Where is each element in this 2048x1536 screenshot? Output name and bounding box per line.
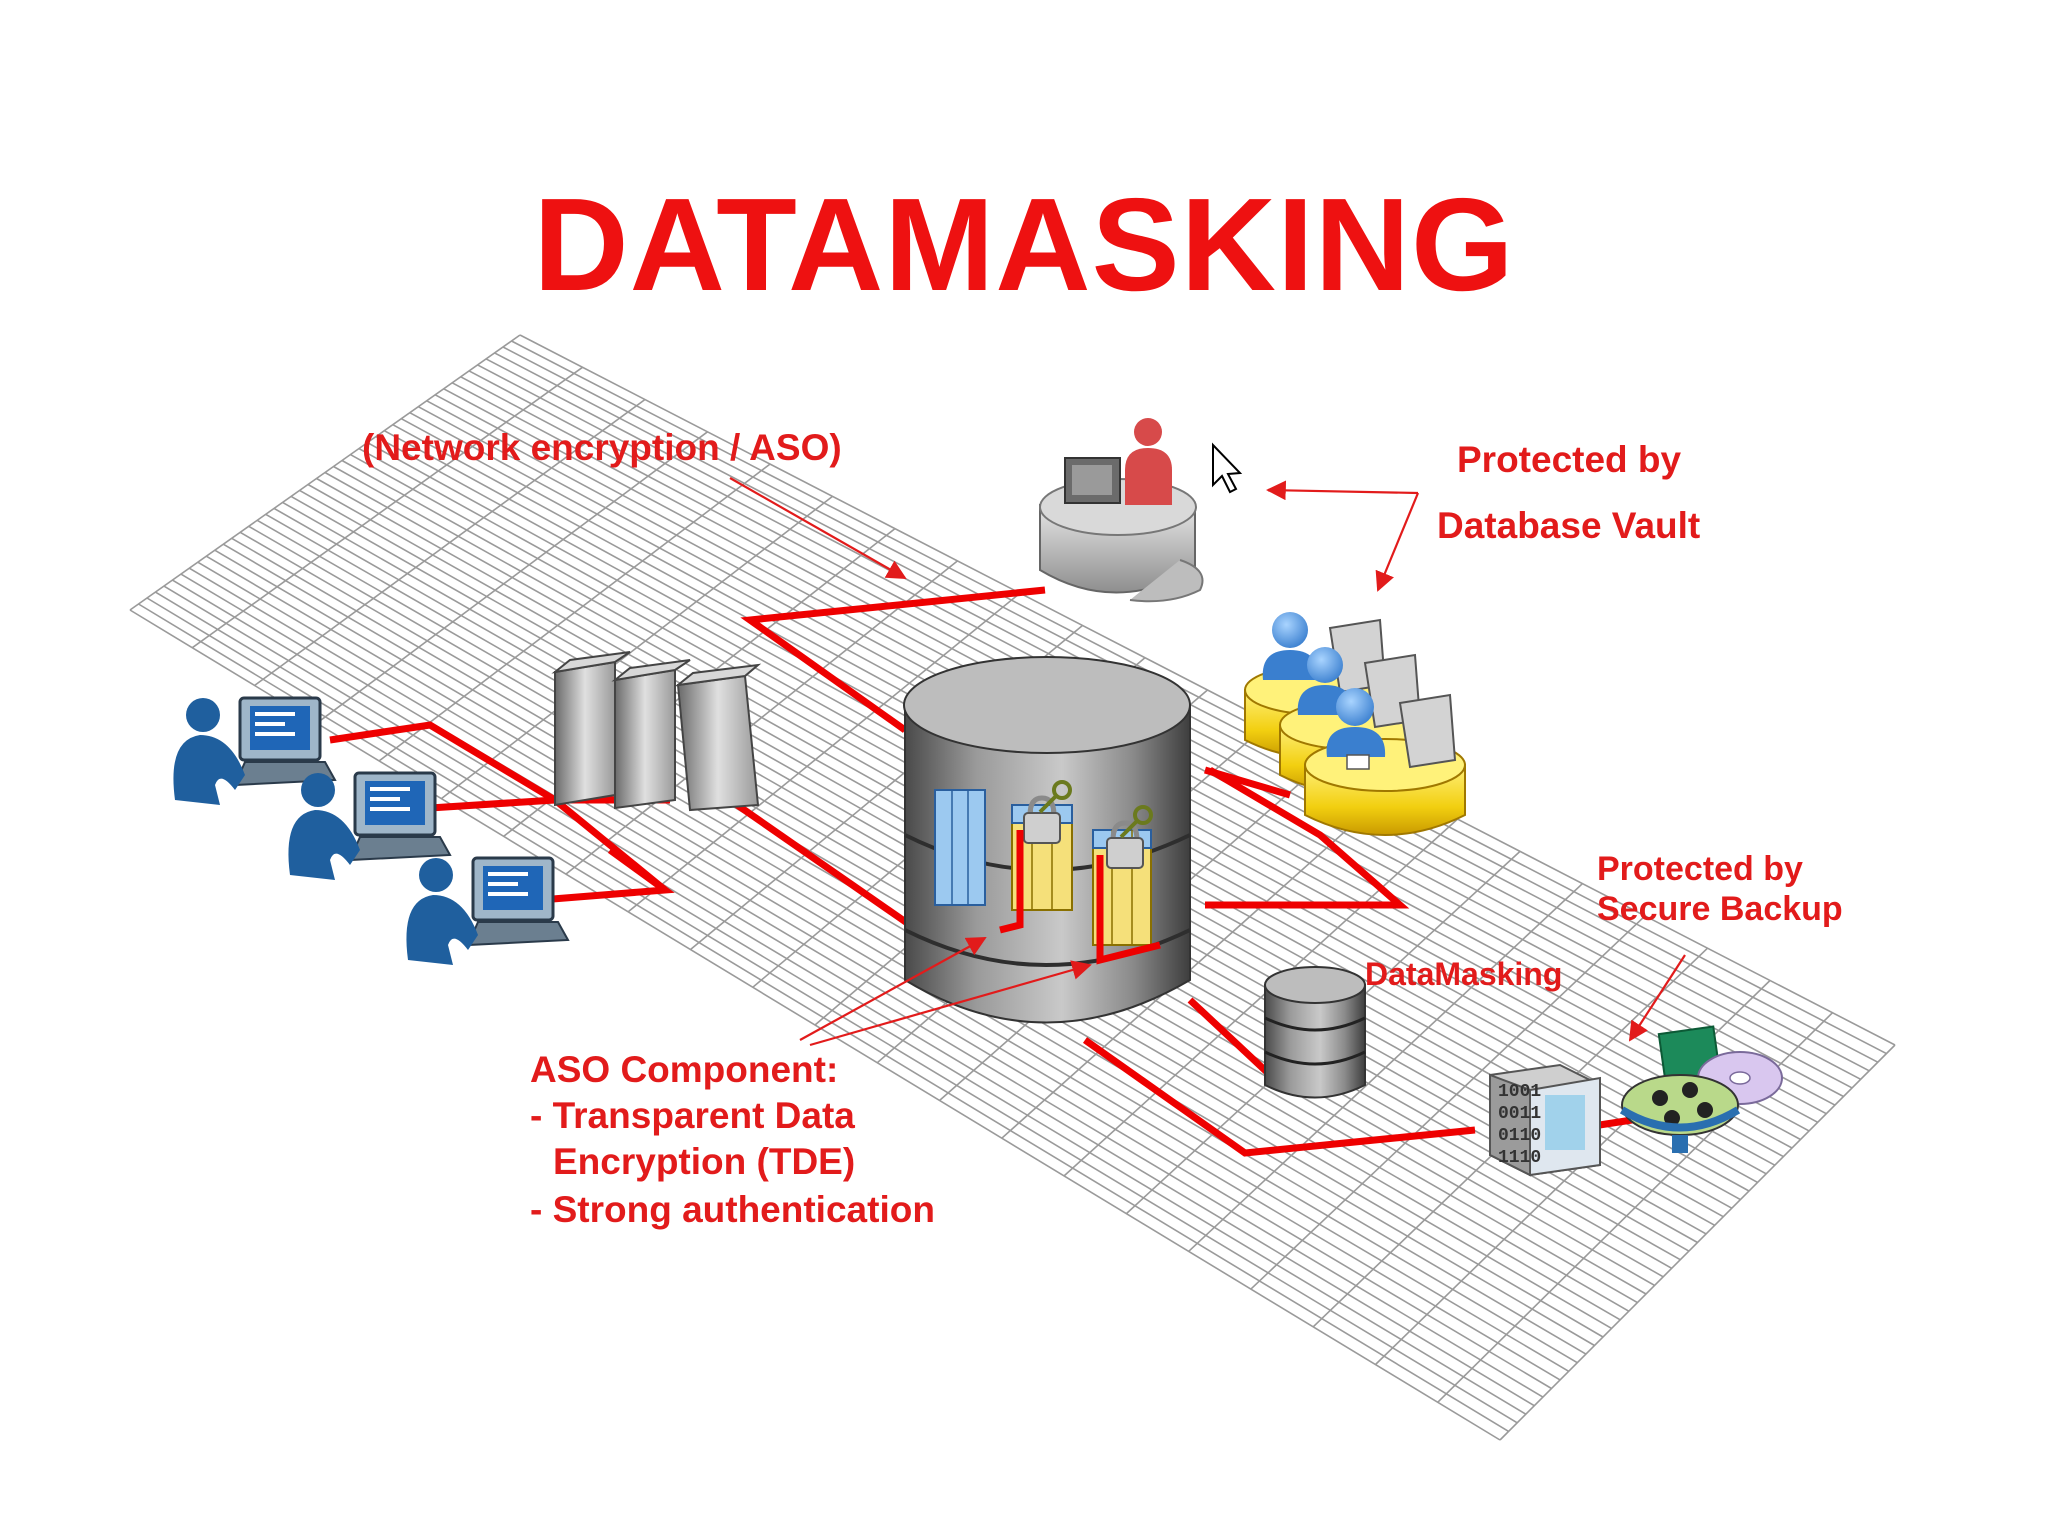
person-at-computer-icon xyxy=(173,696,337,805)
network-encryption-label: (Network encryption / ASO) xyxy=(362,427,842,468)
padlock-icon xyxy=(1106,820,1144,869)
aso-component-line4: - Strong authentication xyxy=(530,1189,935,1230)
database-vault-label-line1: Protected by xyxy=(1457,439,1682,480)
diagram-labels: (Network encryption / ASO) Protected by … xyxy=(362,427,1843,1230)
backup-reel-icon xyxy=(1619,1025,1783,1153)
dba-workstations xyxy=(1244,612,1466,836)
data-table-icon xyxy=(934,789,986,906)
admin-workstation-icon xyxy=(1039,418,1204,603)
aso-component-line2: - Transparent Data xyxy=(530,1095,855,1136)
database-cylinder-icon xyxy=(903,656,1191,1024)
server-tower-icon xyxy=(674,663,762,812)
tape-bits-1: 0011 xyxy=(1498,1104,1541,1124)
masked-database-icon xyxy=(1264,966,1366,1099)
key-icon xyxy=(1119,805,1153,839)
aso-component-line1: ASO Component: xyxy=(530,1049,838,1090)
client-users xyxy=(173,696,570,965)
tape-bits-0: 1001 xyxy=(1498,1082,1541,1102)
datamasking-label: DataMasking xyxy=(1365,956,1562,992)
dba-workstation-icon xyxy=(1304,688,1466,836)
tape-bits-2: 0110 xyxy=(1498,1126,1541,1146)
padlock-icon xyxy=(1023,795,1061,844)
aso-component-line3: Encryption (TDE) xyxy=(553,1141,855,1182)
page-title: DATAMASKING xyxy=(533,171,1514,318)
tape-bits-3: 1110 xyxy=(1498,1148,1541,1168)
person-at-computer-icon xyxy=(406,856,570,965)
person-at-computer-icon xyxy=(288,771,452,880)
key-icon xyxy=(1038,780,1072,814)
secure-backup-label-line2: Secure Backup xyxy=(1597,890,1843,928)
mouse-cursor-icon xyxy=(1212,442,1243,494)
secure-backup-label-line1: Protected by xyxy=(1597,850,1803,888)
database-vault-label-line2: Database Vault xyxy=(1437,505,1700,546)
network-wiring xyxy=(329,586,1646,1157)
server-tower-icon xyxy=(611,659,691,810)
app-server-cluster xyxy=(551,651,762,812)
annotation-arrows xyxy=(729,477,1686,1047)
tape-library-icon: 1001 0011 0110 1110 xyxy=(1489,1063,1601,1177)
